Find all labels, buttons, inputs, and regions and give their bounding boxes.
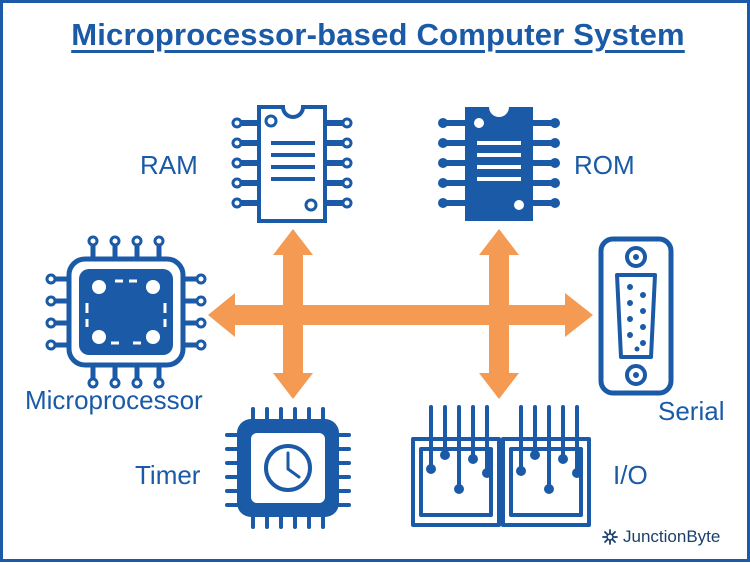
rom-chip-icon bbox=[438, 107, 560, 221]
bus-horizontal-arrow bbox=[208, 293, 593, 337]
io-label: I/O bbox=[613, 460, 648, 490]
io-ports-icon bbox=[411, 405, 591, 527]
bus-ram-timer-arrow bbox=[273, 229, 313, 399]
brand-watermark: JunctionByte bbox=[601, 527, 720, 547]
diagram-graphics bbox=[45, 105, 674, 529]
serial-label: Serial bbox=[658, 396, 725, 426]
junctionbyte-logo-icon bbox=[602, 529, 618, 545]
microprocessor-chip-icon bbox=[45, 235, 207, 389]
timer-label: Timer bbox=[135, 460, 201, 490]
diagram-title: Microprocessor-based Computer System bbox=[71, 17, 685, 52]
system-bus bbox=[208, 229, 593, 399]
ram-label: RAM bbox=[140, 150, 198, 180]
timer-chip-icon bbox=[225, 407, 351, 529]
rom-label: ROM bbox=[574, 150, 635, 180]
microprocessor-label: Microprocessor bbox=[25, 385, 203, 415]
serial-port-icon bbox=[598, 236, 674, 396]
ram-chip-icon bbox=[231, 105, 353, 223]
bus-rom-io-arrow bbox=[479, 229, 519, 399]
brand-name: JunctionByte bbox=[623, 527, 721, 546]
